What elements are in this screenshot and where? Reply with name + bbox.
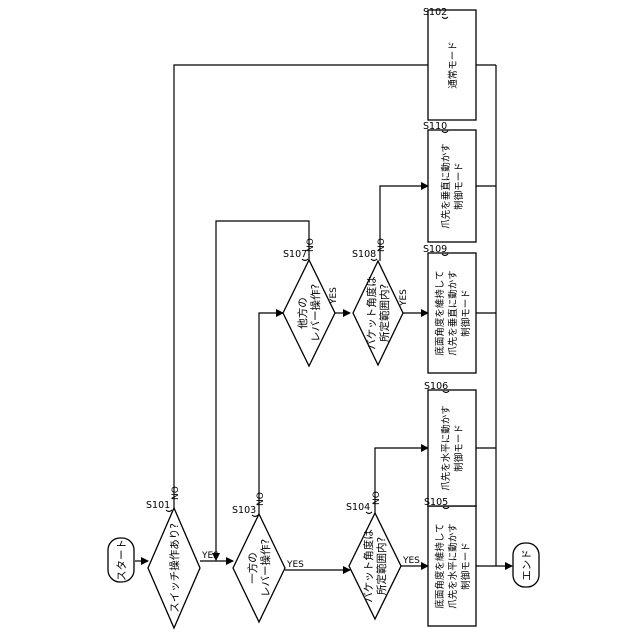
s101-text: スイッチ操作あり? [168, 523, 181, 613]
step-id-s106: S106 [424, 381, 448, 392]
s103-text-1: 一方の [246, 552, 259, 584]
s102-text: 通常モード [447, 41, 459, 89]
decision-s103: 一方の レバー操作? [233, 514, 285, 622]
end-terminal: エンド [513, 543, 539, 587]
s109-text-3: 制御モード [460, 289, 472, 337]
label-no-s104: NO [372, 491, 382, 505]
label-no-s103: NO [256, 492, 266, 506]
process-s105: 底面角度を維持して 爪先を水平に動かす 制御モード [428, 506, 476, 626]
step-id-s108: S108 [352, 249, 376, 260]
label-yes-s103: YES [286, 560, 304, 570]
s107-text-1: 他方の [296, 297, 309, 329]
s108-text-2: 所定範囲内? [378, 284, 391, 342]
step-id-s109: S109 [423, 244, 447, 255]
label-yes-s101: YES [201, 551, 219, 561]
end-label: エンド [521, 549, 533, 581]
label-no-s101: NO [171, 486, 181, 500]
label-no-s107: NO [306, 238, 316, 252]
start-label: スタート [116, 539, 128, 581]
step-id-s110: S110 [423, 121, 447, 132]
step-id-s102: S102 [423, 7, 447, 18]
step-ids: S101 S103 S104 S105 S106 S107 S108 S109 … [146, 7, 449, 517]
decision-s108: バケット角度は 所定範囲内? [353, 261, 403, 365]
s107-text-2: レバー操作? [309, 284, 322, 342]
s103-text-2: レバー操作? [259, 539, 272, 597]
process-s109: 底面角度を維持して 爪先を垂直に動かす 制御モード [428, 253, 476, 373]
s104-text-1: バケット角度は [362, 529, 375, 603]
step-id-s103: S103 [232, 505, 256, 516]
start-terminal: スタート [108, 538, 134, 582]
edge-s103-s107 [259, 313, 283, 515]
s106-text-1: 爪先を水平に動かす [440, 405, 452, 491]
label-yes-s104: YES [402, 556, 420, 566]
s109-text-2: 爪先を垂直に動かす [447, 270, 459, 356]
label-yes-s108: YES [399, 289, 409, 307]
s110-text-2: 制御モード [453, 162, 465, 210]
s105-text-2: 爪先を水平に動かす [447, 523, 459, 609]
decision-s101: スイッチ操作あり? [148, 508, 200, 628]
s110-text-1: 爪先を垂直に動かす [440, 143, 452, 229]
decision-s107: 他方の レバー操作? [283, 260, 335, 366]
s109-text-1: 底面角度を維持して [434, 270, 446, 355]
s104-text-2: 所定範囲内? [375, 537, 388, 595]
step-id-s104: S104 [346, 502, 370, 513]
s108-text-1: バケット角度は [365, 276, 378, 350]
edge-s104-s106 [375, 448, 428, 513]
edge-s108-s110 [380, 186, 428, 261]
step-id-s105: S105 [424, 497, 448, 508]
process-s110: 爪先を垂直に動かす 制御モード [428, 130, 476, 242]
process-s106: 爪先を水平に動かす 制御モード [428, 390, 476, 506]
edge-s107-loop [216, 221, 309, 560]
label-yes-s107: YES [329, 287, 339, 305]
decision-s104: バケット角度は 所定範囲内? [349, 513, 401, 619]
step-id-s101: S101 [146, 500, 170, 511]
process-s102: 通常モード [428, 10, 476, 120]
s106-text-2: 制御モード [453, 424, 465, 472]
s105-text-3: 制御モード [460, 542, 472, 590]
label-no-s108: NO [377, 238, 387, 252]
step-id-s107: S107 [283, 249, 307, 260]
s105-text-1: 底面角度を維持して [434, 523, 446, 608]
